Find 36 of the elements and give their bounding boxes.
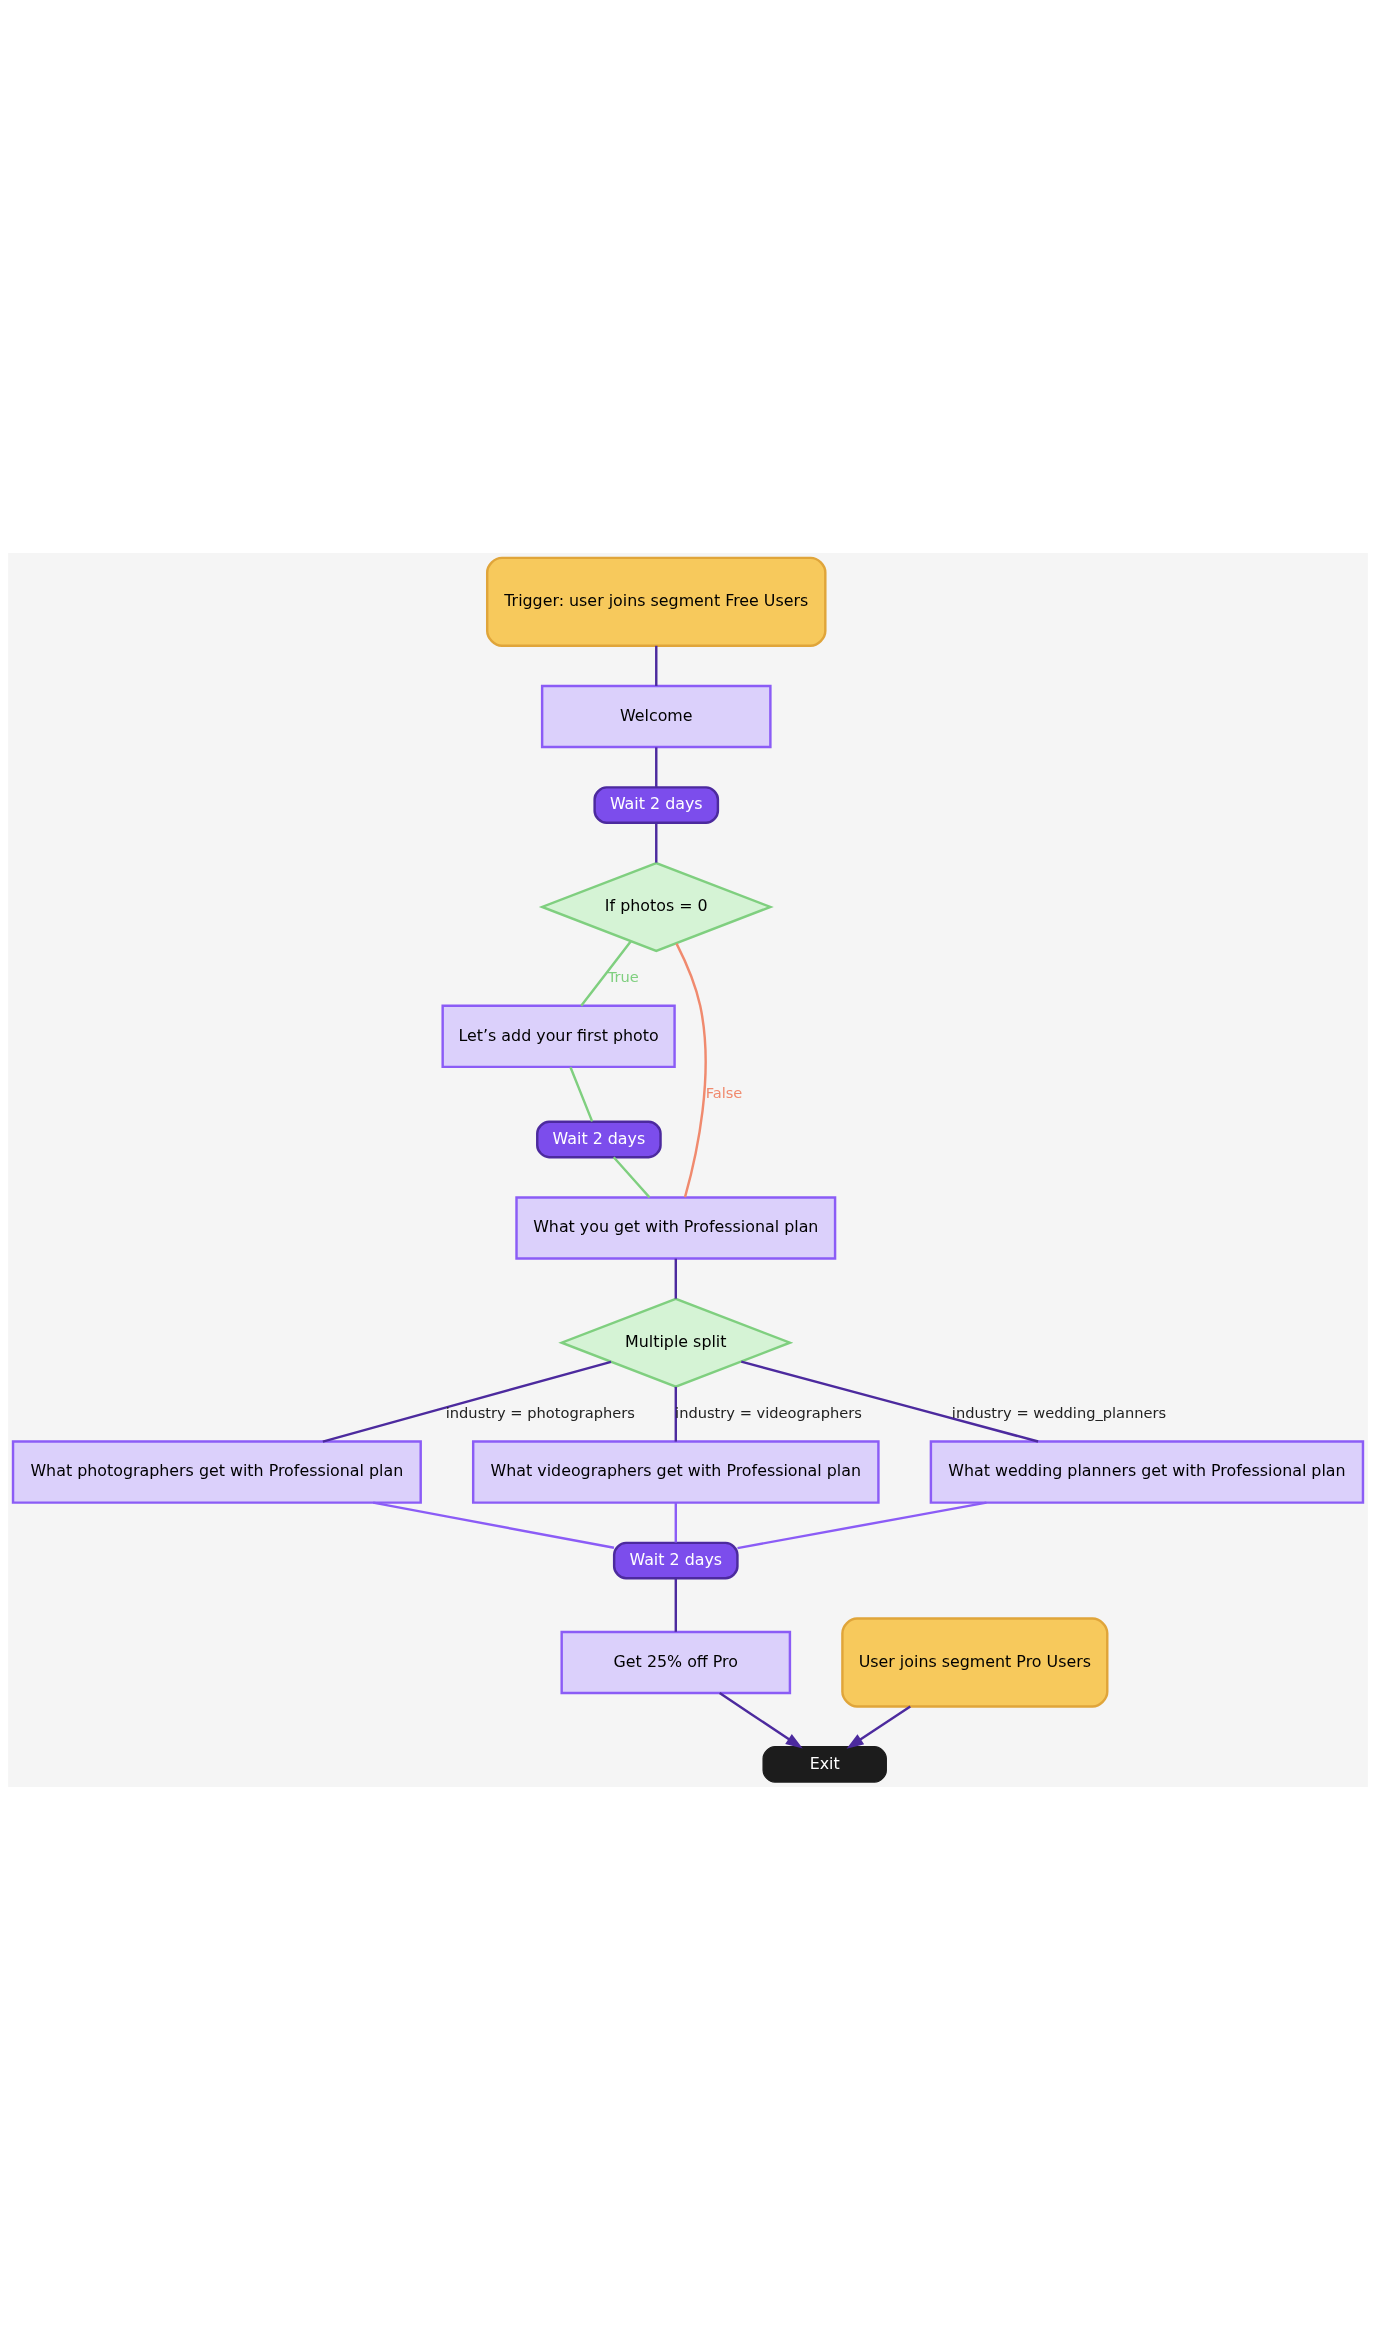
connector [322,1360,612,1443]
node-box: Wait 2 days [536,1120,662,1159]
node-box: What you get with Professional plan [515,1196,837,1260]
connector [655,747,658,787]
node-box: Wait 2 days [612,1541,739,1580]
node-box: Welcome [540,684,772,749]
connector [675,943,707,1198]
connector [612,1156,651,1199]
connector [655,645,658,686]
edge-label: True [607,968,639,986]
node-box: What wedding planners get with Professional plan [929,1440,1365,1504]
node-box: Get 25% off Pro [560,1630,792,1695]
connector [741,1360,1039,1443]
connector [737,1501,987,1550]
node-box: Exit [762,1746,887,1783]
edge-label: industry = photographers [445,1403,635,1421]
connector [372,1501,615,1549]
arrow [846,1705,911,1749]
connector [674,1386,677,1442]
node-box: Trigger: user joins segment Free Users [486,556,827,647]
edge-label: industry = wedding_planners [951,1403,1167,1421]
node-box: What videographers get with Professional plan [471,1440,880,1504]
node-diamond: If photos = 0 [538,861,774,953]
node-box: What photographers get with Professional plan [11,1440,422,1504]
arrow [719,1692,803,1749]
connector [674,1578,677,1632]
node-diamond: Multiple split [558,1297,794,1388]
node-box: Wait 2 days [593,786,720,824]
connector [655,823,658,863]
node-box: User joins segment Pro Users [841,1617,1109,1708]
edge-label: False [705,1084,743,1102]
connector [674,1258,677,1299]
connector [674,1502,677,1543]
connector [580,940,632,1007]
node-box: Let’s add your first photo [441,1004,676,1069]
connector [569,1066,594,1122]
